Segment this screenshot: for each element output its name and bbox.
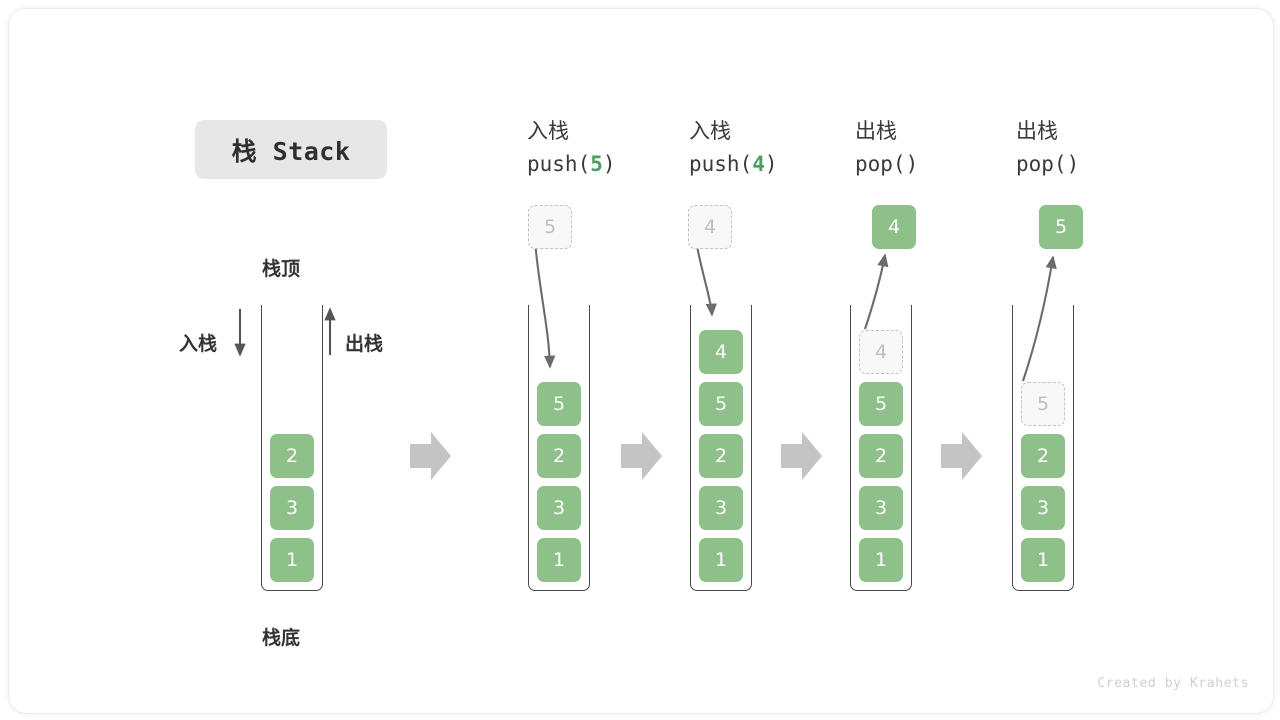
op-code-prefix: pop( [855, 152, 906, 176]
stack-cell: 1 [537, 538, 581, 582]
stack-cell: 2 [859, 434, 903, 478]
stack-container-pop-4 [850, 305, 912, 591]
arrow-overlay [234, 240, 1057, 480]
incoming-value-box: 4 [688, 205, 732, 249]
stack-cell: 3 [1021, 486, 1065, 530]
stack-cell: 1 [270, 538, 314, 582]
stack-cell: 2 [270, 434, 314, 478]
op-title-pop-5: 出栈 [1016, 119, 1058, 143]
stack-cell-ghost: 4 [859, 330, 903, 374]
diagram-canvas: 栈 Stack 栈顶 栈底 [8, 8, 1274, 714]
stack-cell: 3 [699, 486, 743, 530]
op-code-suffix: ) [1066, 152, 1080, 176]
stack-cell: 1 [1021, 538, 1065, 582]
op-code-prefix: push( [689, 152, 753, 176]
stack-container-push-5 [528, 305, 590, 591]
label-pop-side: 出栈 [345, 333, 384, 355]
label-push-side: 入栈 [179, 333, 218, 355]
stack-cell: 5 [859, 382, 903, 426]
stack-container-push-4 [690, 305, 752, 591]
stack-cell: 1 [859, 538, 903, 582]
op-code-pop-5: pop() [1016, 149, 1079, 179]
op-code-pop-4: pop() [855, 149, 918, 179]
stack-cell-ghost: 5 [1021, 382, 1065, 426]
op-code-prefix: pop( [1016, 152, 1067, 176]
label-stack-bottom: 栈底 [262, 627, 301, 649]
stack-container-pop-5 [1012, 305, 1074, 591]
stack-cell: 2 [699, 434, 743, 478]
op-title-push-4: 入栈 [689, 119, 731, 143]
stack-cell: 5 [537, 382, 581, 426]
stack-cell: 1 [699, 538, 743, 582]
stack-cell: 2 [1021, 434, 1065, 478]
op-code-suffix: ) [905, 152, 919, 176]
op-code-push-4: push(4) [689, 149, 778, 179]
stack-cell: 3 [270, 486, 314, 530]
stack-cell: 2 [537, 434, 581, 478]
stack-cell: 3 [537, 486, 581, 530]
op-code-suffix: ) [602, 152, 616, 176]
op-code-arg: 5 [590, 152, 603, 176]
op-title-pop-4: 出栈 [855, 119, 897, 143]
stack-cell: 3 [859, 486, 903, 530]
stack-cell: 4 [699, 330, 743, 374]
diagram-title-chip: 栈 Stack [195, 120, 387, 179]
op-code-prefix: push( [527, 152, 591, 176]
credit-text: Created by Krahets [1097, 676, 1249, 691]
popped-value-box: 4 [872, 205, 916, 249]
page-title: 栈 Stack [231, 136, 351, 166]
op-code-push-5: push(5) [527, 149, 616, 179]
incoming-value-box: 5 [528, 205, 572, 249]
stack-cell: 5 [699, 382, 743, 426]
stack-container-initial [261, 305, 323, 591]
popped-value-box: 5 [1039, 205, 1083, 249]
op-title-push-5: 入栈 [527, 119, 569, 143]
label-stack-top: 栈顶 [262, 258, 301, 280]
op-code-suffix: ) [764, 152, 778, 176]
op-code-arg: 4 [752, 152, 765, 176]
